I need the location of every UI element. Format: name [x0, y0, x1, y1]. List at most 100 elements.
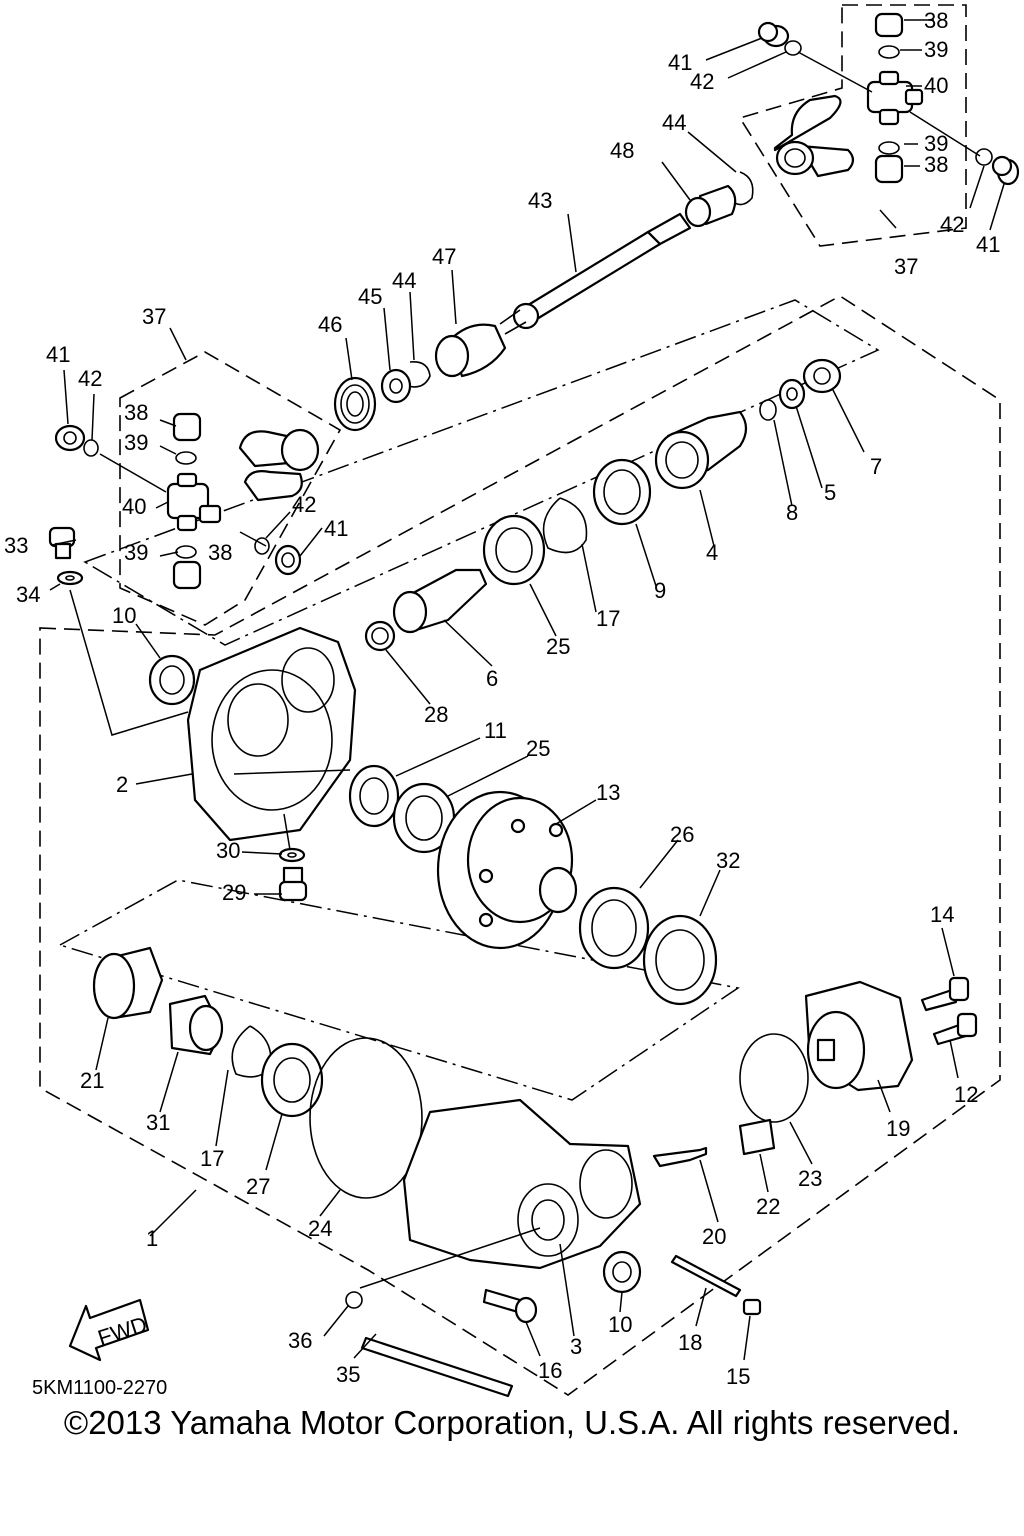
callout-label: 20	[702, 1224, 726, 1249]
callout-label: 30	[216, 838, 240, 863]
bolt-29	[278, 866, 308, 902]
bearing-38-left-b	[172, 560, 202, 590]
bearing-cup-41-upper-b	[991, 155, 1020, 186]
circlip-42-upper-b	[975, 148, 993, 166]
washer-30	[278, 847, 306, 863]
input-shaft-subassembly-outline	[83, 299, 880, 646]
callouts: 38 39 40 41 42 44 48 39 38 42 41 37 43 4…	[4, 8, 1000, 1389]
callout-label: 37	[894, 254, 918, 279]
callout-label: 34	[16, 582, 40, 607]
o-ring-8	[759, 399, 777, 421]
circlip-39-left	[175, 451, 197, 465]
circlip-39-upper	[878, 45, 900, 59]
oil-seal-10-lower	[602, 1250, 642, 1294]
shim-11	[348, 764, 400, 828]
callout-label: 29	[222, 880, 246, 905]
universal-joint-group-outline-upper	[738, 4, 967, 247]
callout-label: 41	[976, 232, 1000, 257]
callout-label: 43	[528, 188, 552, 213]
bearing-38-upper	[874, 12, 904, 38]
callout-label: 44	[662, 110, 686, 135]
callout-label: 26	[670, 822, 694, 847]
bearing-cup-41-upper	[757, 21, 790, 48]
universal-joint-group-outline-left	[119, 351, 342, 626]
callout-label: 44	[392, 268, 416, 293]
bolt-14	[920, 976, 970, 1012]
callout-label: 46	[318, 312, 342, 337]
washer-5	[778, 378, 806, 410]
leader-lines	[49, 19, 1005, 1361]
yoke-left	[238, 428, 320, 502]
callout-label: 23	[798, 1166, 822, 1191]
callout-label: 38	[924, 8, 948, 33]
boot-47	[434, 323, 507, 378]
circlip-42-upper	[784, 40, 802, 56]
figure-code: 5KM1100-2270	[32, 1377, 167, 1399]
bearing-cup-41-left	[54, 424, 86, 452]
shim-32	[642, 914, 718, 1006]
callout-label: 18	[678, 1330, 702, 1355]
callout-label: 15	[726, 1364, 750, 1389]
housing-3	[402, 1098, 642, 1270]
callout-label: 11	[484, 718, 507, 743]
washer-34	[56, 570, 84, 586]
callout-label: 6	[486, 666, 498, 691]
callout-label: 33	[4, 533, 28, 558]
circlip-42-left	[83, 439, 99, 457]
bolt-15	[742, 1298, 762, 1316]
callout-label: 47	[432, 244, 456, 269]
callout-label: 39	[924, 131, 948, 156]
callout-label: 17	[596, 606, 620, 631]
callout-label: 38	[208, 540, 232, 565]
callout-label: 41	[668, 50, 692, 75]
yoke-4	[654, 410, 748, 490]
callout-label: 48	[610, 138, 634, 163]
bearing-26	[578, 886, 650, 970]
circlip-39-upper-b	[878, 141, 900, 155]
cam-22	[738, 1118, 776, 1156]
circlip-44-lower	[407, 360, 431, 388]
callout-label: 8	[786, 500, 798, 525]
cover-19	[804, 980, 914, 1092]
bearing-38-upper-b	[874, 154, 904, 184]
oil-seal-9	[592, 458, 652, 526]
circlip-36	[345, 1291, 363, 1309]
callout-label: 17	[200, 1146, 224, 1171]
bearing-38-left	[172, 412, 202, 442]
o-ring-23	[739, 1033, 809, 1123]
nut-7	[802, 358, 842, 394]
pin-35	[360, 1336, 514, 1398]
circlip-39-left-b	[175, 545, 197, 559]
callout-label: 14	[930, 902, 954, 927]
callout-label: 42	[292, 492, 316, 517]
bearing-28	[364, 620, 396, 652]
callout-label: 38	[124, 400, 148, 425]
group-outlines	[39, 4, 1001, 1396]
callout-label: 42	[940, 212, 964, 237]
callout-label: 41	[46, 342, 70, 367]
callout-label: 31	[146, 1110, 170, 1135]
callout-label: 7	[870, 454, 882, 479]
callout-label: 21	[80, 1068, 104, 1093]
callout-label: 25	[526, 736, 550, 761]
output-subassembly-outline	[58, 879, 740, 1101]
circlip-44-upper	[729, 171, 754, 206]
callout-label: 42	[78, 366, 102, 391]
callout-label: 40	[924, 73, 948, 98]
callout-label: 39	[924, 37, 948, 62]
callout-label: 10	[608, 1312, 632, 1337]
callout-label: 41	[324, 516, 348, 541]
bolt-16	[482, 1288, 538, 1324]
shift-rod-20	[652, 1146, 708, 1168]
circlip-17-lower	[231, 1025, 272, 1078]
callout-label: 12	[954, 1082, 978, 1107]
circlip-42-left-b	[254, 537, 270, 555]
callout-label: 13	[596, 780, 620, 805]
differential-gear-13	[436, 790, 578, 950]
spring-46	[333, 376, 377, 432]
callout-label: 36	[288, 1328, 312, 1353]
pin-18	[670, 1254, 742, 1298]
universal-joint-40-left	[166, 472, 222, 532]
universal-joint-40-upper	[866, 70, 924, 126]
washer-45	[380, 368, 412, 404]
